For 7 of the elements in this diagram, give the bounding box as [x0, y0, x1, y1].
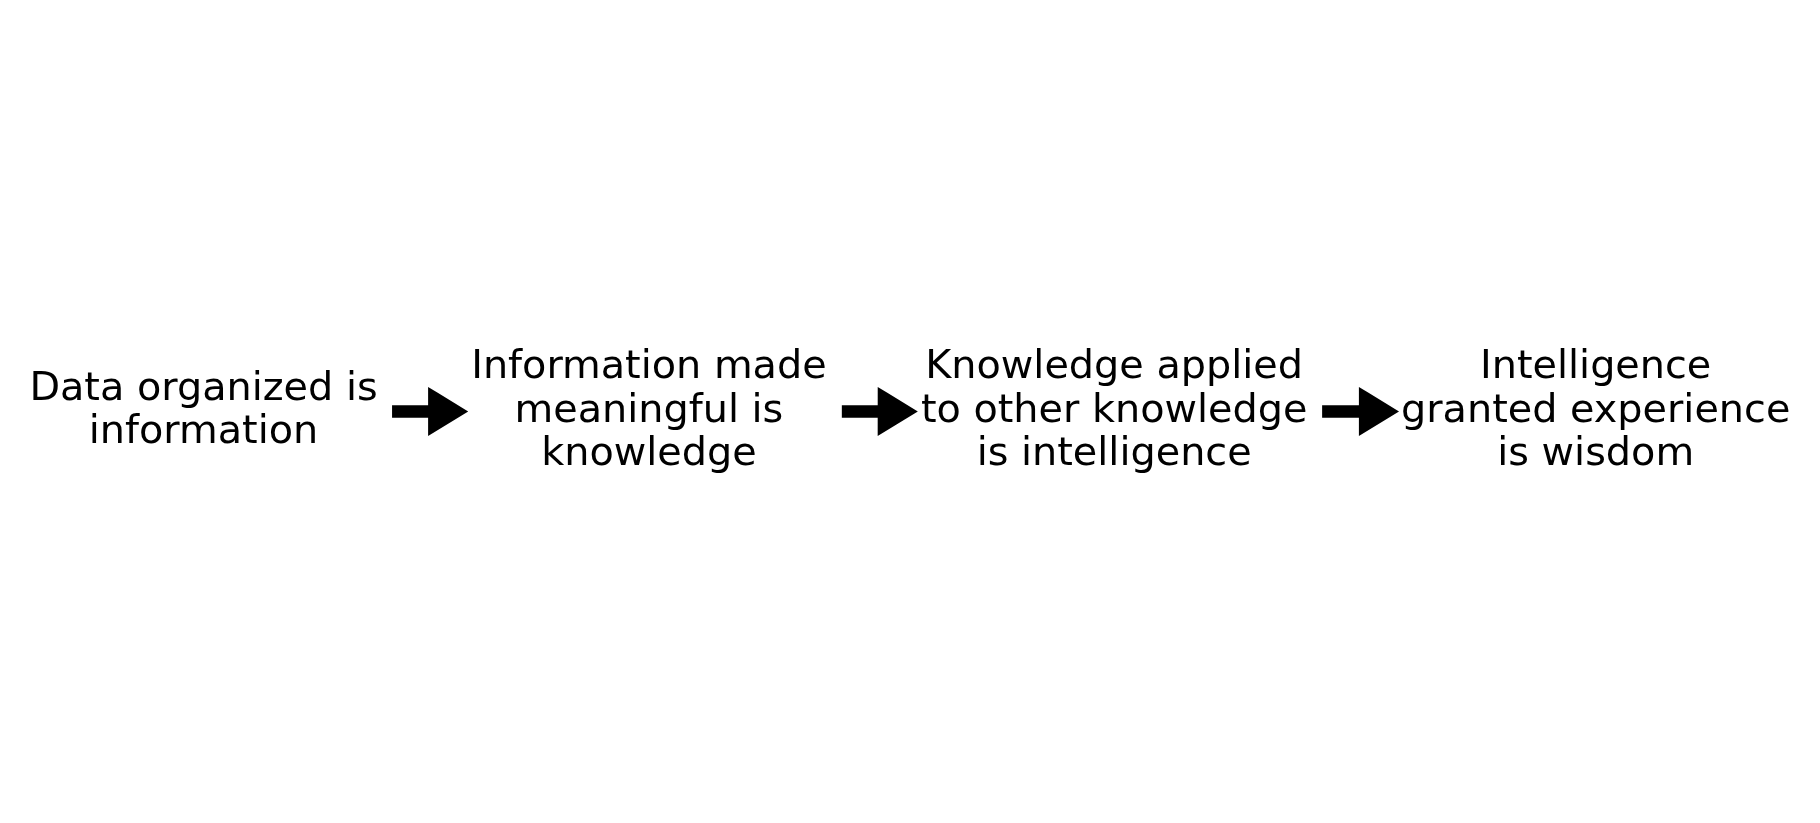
arrow: [841, 386, 918, 437]
arrow: [1322, 386, 1399, 437]
node-text: Knowledge applied to other knowledge is intelligence: [920, 341, 1308, 474]
node-text: Intelligence granted experience is wisdom: [1401, 341, 1791, 474]
arrow: [392, 386, 469, 437]
node-text: Information made meaningful is knowledge: [471, 341, 827, 474]
node-text: Data organized is information: [29, 362, 378, 453]
